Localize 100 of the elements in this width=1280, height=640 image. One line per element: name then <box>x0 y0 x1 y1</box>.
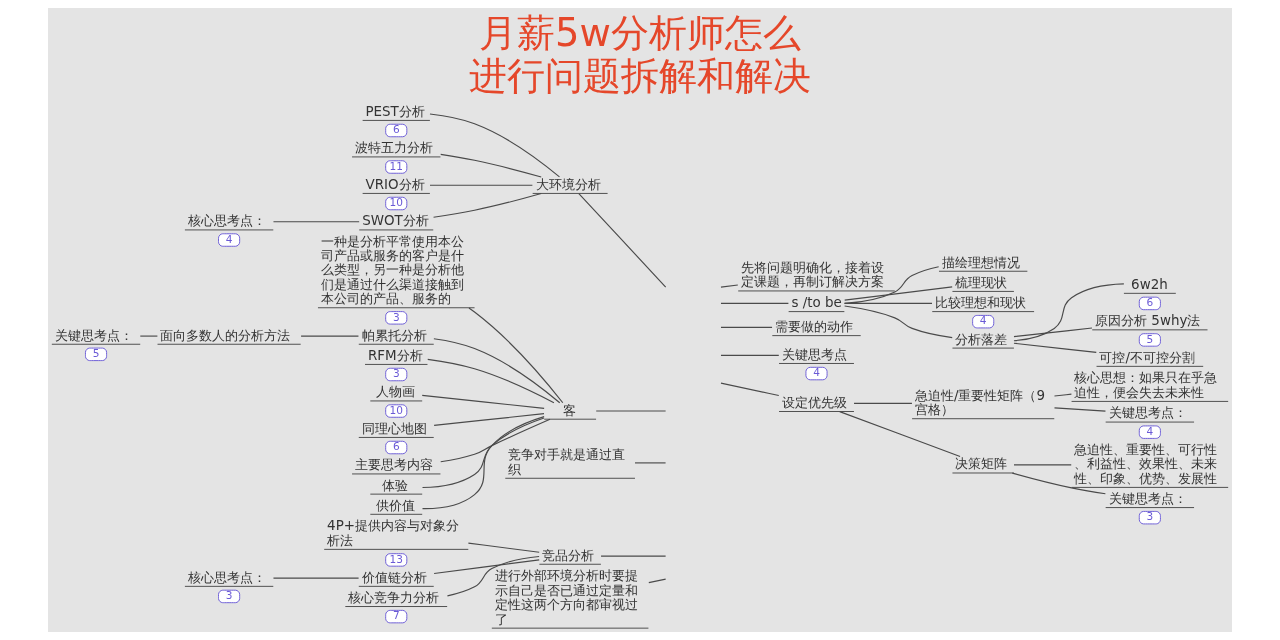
connector <box>648 578 667 584</box>
node-text: 进行外部环境分析时要提示自己是否已通过定量和定性这两个方向都审视过了 <box>494 568 638 627</box>
connector <box>421 394 545 409</box>
node-label: 6 <box>392 123 400 136</box>
node-text: 面向多数人的分析方法 <box>160 327 291 343</box>
connector <box>1013 464 1072 466</box>
node-text: 4P+提供内容与对象分析法 <box>327 518 459 548</box>
node-label: 5 <box>92 347 100 360</box>
connector <box>600 555 667 557</box>
connector <box>433 338 561 404</box>
node-text: 一种是分析平常使用本公司产品或服务的客户是什么类型，另一种是分析他们是通过什么渠道接触到本公司的产品、服务的 <box>320 233 464 307</box>
connector <box>468 307 564 404</box>
node-text: 梳理现状 <box>955 274 1008 290</box>
node-text: 急迫性、重要性、可行性、利益性、效果性、未来性、印象、优势、发展性 <box>1074 441 1218 486</box>
node-label: 13 <box>389 552 403 565</box>
connector <box>720 284 739 288</box>
node-label: 6 <box>392 440 400 453</box>
node-text: 需要做的动作 <box>775 319 854 334</box>
connector <box>440 418 551 463</box>
connector <box>844 286 953 301</box>
node-label: 10 <box>389 196 403 209</box>
connector <box>421 416 545 510</box>
node-text: 竞品分析 <box>542 547 595 563</box>
node-text: 核心思考点： <box>187 213 266 229</box>
node-label: 3 <box>225 589 233 602</box>
connector <box>467 542 540 553</box>
connector <box>429 113 561 178</box>
node-text: PEST分析 <box>365 103 425 119</box>
node-text: 关键思考点： <box>1108 405 1187 421</box>
connector <box>720 302 789 304</box>
node-text: SWOT分析 <box>362 213 429 229</box>
node-label: 4 <box>979 314 987 327</box>
node-text: 体验 <box>382 477 409 493</box>
connector <box>300 335 360 337</box>
connector <box>421 417 545 489</box>
node-label: 7 <box>392 609 400 622</box>
node-text: 波特五力分析 <box>354 140 433 156</box>
connector <box>1013 327 1093 338</box>
node-text: 先将问题明确化，接着设定课题，再制订解决方案 <box>741 259 885 290</box>
connector <box>433 559 540 575</box>
node-text: 比较理想和现状 <box>935 294 1027 310</box>
connector <box>1011 472 1106 495</box>
connector <box>1053 407 1107 412</box>
node-text: 同理心地图 <box>361 420 427 436</box>
node-label: 4 <box>1146 424 1154 437</box>
node-text: 关键思考点： <box>1108 490 1187 506</box>
node-text: 急迫性/重要性矩阵（9宫格） <box>914 387 1046 418</box>
connector <box>272 221 360 223</box>
node-label: 4 <box>225 232 233 245</box>
node-label: 11 <box>389 159 403 172</box>
connector <box>853 402 913 404</box>
connector <box>272 577 360 579</box>
node-text: RFM分析 <box>367 347 423 363</box>
node-text: 核心思考点： <box>187 569 266 585</box>
connector <box>433 192 542 218</box>
connector <box>839 411 961 458</box>
connector <box>720 382 780 397</box>
node-text: 关键思考点： <box>54 327 133 343</box>
node-text: 设定优先级 <box>781 394 847 410</box>
connector <box>1013 342 1097 353</box>
node-text: 供价值 <box>375 497 415 513</box>
node-text: 6w2h <box>1131 276 1168 292</box>
connector <box>446 555 540 597</box>
node-text: 决策矩阵 <box>955 456 1008 472</box>
node-text: 分析落差 <box>955 331 1008 347</box>
connector <box>720 354 780 356</box>
connector <box>578 193 667 288</box>
node-text: 帕累托分析 <box>361 327 427 343</box>
connector <box>595 410 667 412</box>
node-text: 大环境分析 <box>535 176 601 192</box>
node-label: 4 <box>813 366 820 379</box>
node-label: 10 <box>389 403 403 416</box>
connector <box>1053 393 1072 397</box>
node-label: 3 <box>392 310 400 323</box>
connector <box>139 335 158 337</box>
diagram-title: 月薪5w分析师怎么进行问题拆解和解决 <box>469 10 811 98</box>
node-label: 3 <box>392 367 400 380</box>
connector <box>844 302 933 304</box>
connector <box>720 326 773 329</box>
node-text: 描绘理想情况 <box>941 254 1020 270</box>
node-text: 竞争对手就是通过直 织 <box>508 447 626 477</box>
node-label: 5 <box>1146 332 1154 345</box>
node-text: 主要思考内容 <box>354 457 433 473</box>
node-text: 人物画 <box>375 384 415 400</box>
node-text: s /to be <box>791 294 842 310</box>
node-text: 核心竞争力分析 <box>348 589 440 605</box>
node-text: 价值链分析 <box>361 569 427 585</box>
node-text: 关键思考点 <box>781 346 847 362</box>
connector <box>634 462 667 464</box>
connector <box>844 305 953 339</box>
node-text: 核心思想：如果只在乎急迫性，便会失去未来性 <box>1074 370 1218 400</box>
node-text: 客 <box>562 402 576 418</box>
connector <box>1013 283 1125 342</box>
node-text: VRIO分析 <box>365 176 425 192</box>
node-label: 6 <box>1146 296 1154 309</box>
connector <box>440 153 542 178</box>
connector <box>843 266 940 304</box>
connector <box>427 358 555 404</box>
node-text: 原因分析 5why法 <box>1095 313 1201 329</box>
node-label: 3 <box>1146 510 1154 523</box>
